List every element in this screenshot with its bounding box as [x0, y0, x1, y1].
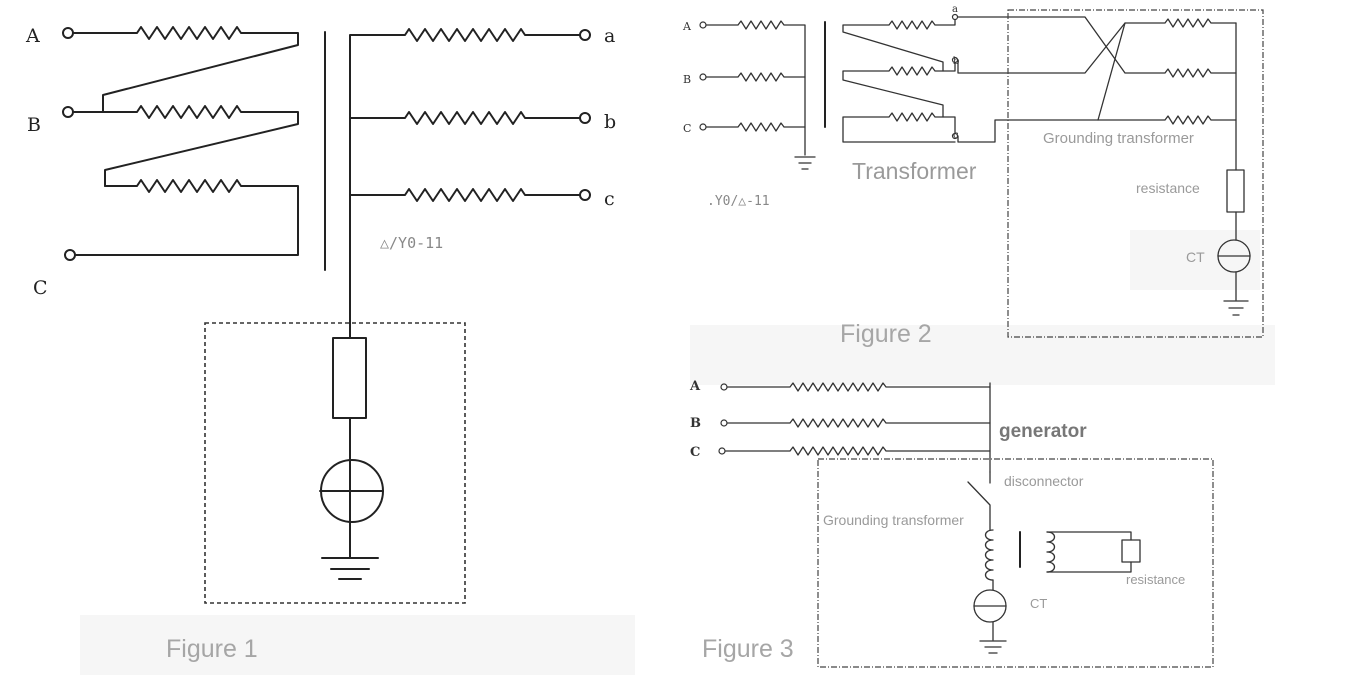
f2-ground-symbol — [794, 156, 816, 170]
f2-label-C: C — [683, 122, 691, 135]
f3-terminal-C — [718, 447, 726, 455]
label-c: c — [604, 188, 615, 210]
f3-label-C: C — [690, 445, 700, 460]
coil-b — [349, 111, 581, 125]
f2-grounding-transformer-label: Grounding transformer — [1043, 130, 1194, 147]
figure2-grounding-box — [1007, 9, 1264, 338]
label-A: A — [25, 25, 40, 47]
f2-terminal-A — [699, 21, 707, 29]
figure3-caption: Figure 3 — [702, 635, 794, 663]
f3-grounding-transformer-label: Grounding transformer — [823, 512, 964, 528]
terminal-c — [579, 189, 591, 201]
f2-terminal-C — [699, 123, 707, 131]
f2-feed-a — [957, 16, 1237, 78]
label-C: C — [33, 277, 48, 299]
f2-transformer-label: Transformer — [852, 158, 977, 184]
f3-generator-label: generator — [999, 421, 1087, 442]
terminal-b — [579, 112, 591, 124]
f2-coil-B — [705, 72, 806, 82]
figure2-caption-shade — [690, 325, 1275, 385]
coil-A — [72, 26, 299, 113]
f3-gt-secondary-coil — [1046, 531, 1056, 573]
coil-a — [349, 28, 581, 339]
f2-label-b: b — [953, 56, 959, 67]
f2-label-c: c — [953, 130, 959, 141]
coil-B — [72, 105, 299, 187]
f2-connection-label: .Y0/△-11 — [707, 194, 770, 209]
label-B: B — [27, 114, 41, 136]
f2-label-B: B — [683, 73, 691, 86]
f2-ct-ground-symbol — [1223, 300, 1249, 316]
figure3-generator-winding — [718, 382, 991, 473]
f3-resistance-label: resistance — [1126, 572, 1185, 587]
f2-resistor — [1226, 169, 1245, 213]
f3-ct-label: CT — [1030, 596, 1047, 611]
figure2-caption: Figure 2 — [840, 320, 932, 348]
f2-ct-label: CT — [1186, 249, 1205, 265]
figure1: A B C a b c △/Y0-11 Figure 1 — [25, 25, 616, 663]
f2-coil-a — [842, 16, 956, 72]
terminal-C — [64, 249, 76, 261]
figure3-grounding-box — [817, 458, 1214, 668]
figure1-caption-shade — [80, 615, 635, 675]
f2-label-a: a — [952, 4, 958, 15]
f3-disconnector — [967, 471, 991, 531]
f2-coil-c — [842, 112, 956, 143]
label-b: b — [604, 111, 616, 133]
f2-terminal-B — [699, 73, 707, 81]
f3-terminal-B — [720, 419, 728, 427]
f2-cross-b — [1097, 22, 1126, 121]
f2-coil-A — [705, 20, 806, 156]
f3-label-A: A — [689, 379, 701, 394]
label-a: a — [604, 25, 615, 47]
f3-coil-C — [724, 446, 991, 456]
figure2: A B C a b c Transformer .Y0/△-11 Groundi… — [682, 4, 1264, 348]
figure1-connection-label: △/Y0-11 — [380, 234, 443, 252]
f3-coil-A — [726, 382, 991, 392]
terminal-B — [62, 106, 74, 118]
f2-resistance-label: resistance — [1136, 180, 1200, 196]
figure1-grounding-box — [204, 322, 466, 604]
f3-label-B: B — [690, 416, 701, 431]
f3-coil-B — [726, 418, 991, 428]
f2-coil-b — [842, 59, 956, 118]
f3-ground-symbol — [979, 640, 1007, 654]
figure1-secondary-winding — [349, 28, 591, 339]
figure1-caption: Figure 1 — [166, 635, 258, 663]
figure2-primary-winding — [699, 20, 816, 170]
coil-C — [74, 179, 299, 256]
f3-secondary-loop — [1046, 531, 1132, 573]
f2-coil-C — [705, 122, 806, 132]
figure1-primary-winding — [62, 26, 299, 261]
f3-resistor — [1121, 539, 1141, 563]
f3-disconnector-label: disconnector — [1004, 473, 1084, 489]
figure3: A B C generator disconnector Grounding t… — [689, 379, 1214, 668]
resistor-symbol — [332, 337, 367, 419]
terminal-a — [579, 29, 591, 41]
figure2-secondary-winding — [842, 13, 959, 143]
f2-label-A: A — [682, 20, 692, 33]
f2-feed-b — [957, 18, 1237, 74]
ground-symbol — [321, 557, 379, 580]
f3-gt-primary-coil — [984, 529, 994, 581]
f2-feed-c — [957, 115, 1237, 143]
f2-terminal-a — [951, 13, 959, 21]
f3-terminal-A — [720, 383, 728, 391]
coil-c — [349, 188, 581, 202]
terminal-A — [62, 27, 74, 39]
